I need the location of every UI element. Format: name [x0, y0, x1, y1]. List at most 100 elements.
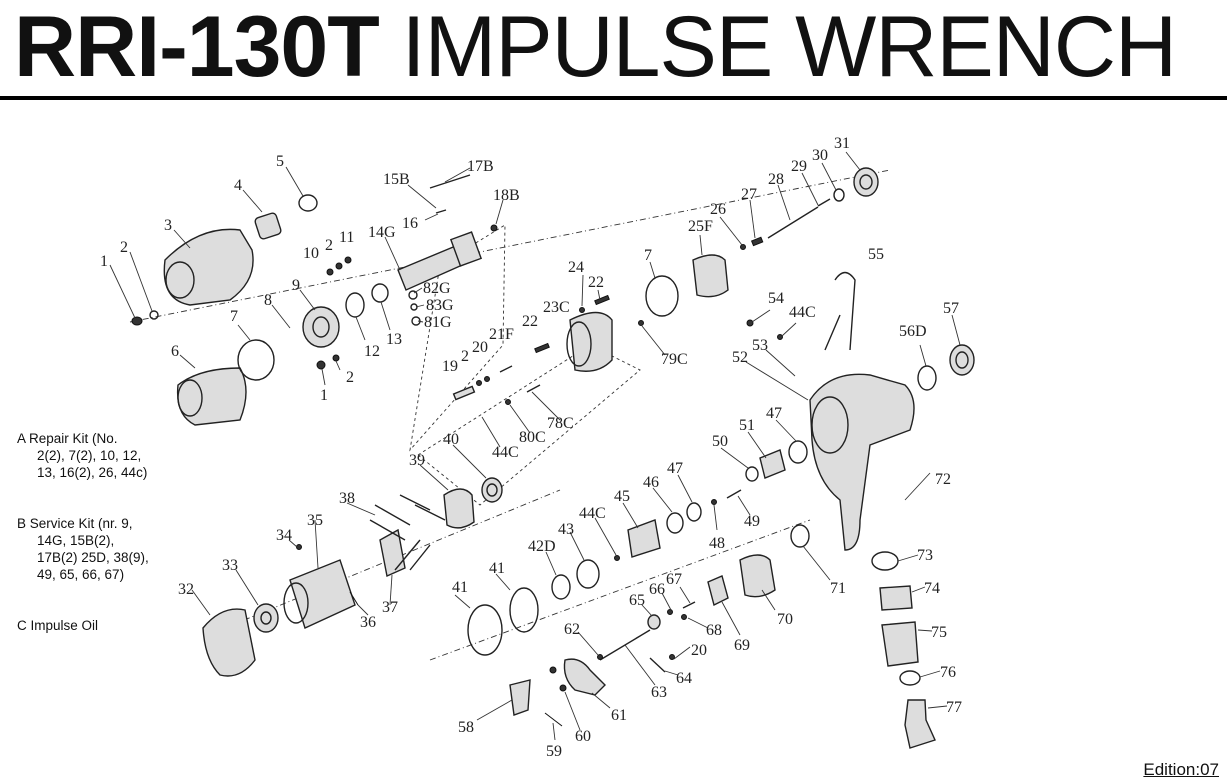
service-kit-line: 49, 65, 66, 67) — [37, 567, 125, 582]
label-47a: 47 — [766, 405, 782, 422]
service-kit-line: B Service Kit (nr. 9, — [17, 516, 133, 531]
part-45-shape — [627, 519, 661, 558]
cap-57-bore — [955, 351, 969, 369]
part-26-shape — [740, 244, 746, 250]
label-79C: 79C — [661, 351, 688, 368]
label-2d: 2 — [461, 348, 469, 365]
pin-59-shape — [544, 712, 563, 727]
part-54-shape — [746, 319, 754, 327]
ring-42D-shape — [551, 574, 571, 600]
product-name: IMPULSE WRENCH — [401, 0, 1177, 95]
oring-41a-shape — [467, 604, 503, 656]
oring-7b-shape — [645, 275, 679, 317]
label-40: 40 — [443, 431, 459, 448]
repair-kit-line: 13, 16(2), 26, 44c) — [37, 465, 148, 480]
label-1: 1 — [100, 253, 108, 270]
label-6: 6 — [171, 343, 179, 360]
page-title: RRI-130T IMPULSE WRENCH — [14, 0, 1177, 95]
plate-9-bore — [312, 316, 330, 338]
label-10: 10 — [303, 245, 319, 262]
cap-57-shape — [949, 344, 975, 376]
label-26: 26 — [710, 201, 726, 218]
spring-49-shape — [726, 489, 742, 499]
valve-group-outline — [409, 224, 506, 452]
label-47b: 47 — [667, 460, 683, 477]
housing-3-bore — [165, 261, 195, 299]
label-7: 7 — [230, 308, 238, 325]
label-20b: 20 — [691, 642, 707, 659]
cylinder-23C-bore — [566, 321, 592, 367]
label-54: 54 — [768, 290, 784, 307]
label-58: 58 — [458, 719, 474, 736]
label-38: 38 — [339, 490, 355, 507]
label-7b: 7 — [644, 247, 652, 264]
spring-16-shape — [435, 209, 447, 214]
valve-group — [397, 174, 498, 326]
pin-19-shape — [452, 385, 476, 401]
ring-12-shape — [345, 292, 365, 318]
label-76: 76 — [940, 664, 956, 681]
label-1b: 1 — [320, 387, 328, 404]
oring-73-shape — [871, 551, 899, 571]
screw-1b-shape — [316, 360, 326, 370]
ring-43-shape — [576, 559, 600, 589]
pin-36-shape — [349, 591, 359, 606]
ring-82G-shape — [408, 290, 418, 300]
pin-24-shape — [579, 307, 585, 313]
bearing-40-bore — [486, 483, 498, 497]
front-housing-group — [131, 194, 389, 426]
label-17B: 17B — [467, 158, 494, 175]
label-28: 28 — [768, 171, 784, 188]
motor-group — [452, 167, 879, 405]
label-37: 37 — [382, 599, 398, 616]
label-63: 63 — [651, 684, 667, 701]
label-9: 9 — [292, 277, 300, 294]
label-4: 4 — [234, 177, 242, 194]
model-number: RRI-130T — [14, 0, 380, 95]
oring-13-shape — [371, 283, 389, 303]
spring-78C-shape — [526, 384, 541, 393]
label-35: 35 — [307, 512, 323, 529]
bearing-33-bore — [260, 611, 272, 625]
label-57: 57 — [943, 300, 959, 317]
label-42D: 42D — [528, 538, 556, 555]
spring-17B-shape — [429, 174, 471, 189]
part-2c-shape — [332, 354, 340, 362]
label-83G: 83G — [426, 297, 454, 314]
sleeve-6-bore — [177, 379, 203, 417]
label-73: 73 — [917, 547, 933, 564]
blade-22a-shape — [534, 342, 550, 354]
label-20: 20 — [472, 339, 488, 356]
part-62-shape — [597, 654, 603, 660]
part-27-shape — [750, 236, 764, 247]
end-plate-39-shape — [443, 488, 475, 529]
label-13: 13 — [386, 331, 402, 348]
label-69: 69 — [734, 637, 750, 654]
label-3: 3 — [164, 217, 172, 234]
label-64: 64 — [676, 670, 692, 687]
label-45: 45 — [614, 488, 630, 505]
label-44Ca: 44C — [492, 444, 519, 461]
ring-30-shape — [833, 188, 845, 202]
label-81G: 81G — [424, 314, 452, 331]
label-31: 31 — [834, 135, 850, 152]
part-69-shape — [707, 575, 729, 607]
bushing-4-shape — [254, 212, 282, 240]
label-15B: 15B — [383, 171, 410, 188]
repair-kit-line: A Repair Kit (No. — [17, 431, 118, 446]
label-16: 16 — [402, 215, 418, 232]
label-23C: 23C — [543, 299, 570, 316]
screw-1-shape — [131, 316, 143, 326]
part-11-shape — [344, 256, 352, 264]
spring-21F-shape — [499, 365, 513, 373]
label-52: 52 — [732, 349, 748, 366]
valve-70-shape — [739, 554, 776, 598]
sleeve-75-shape — [881, 621, 919, 667]
hanger-55-shape — [824, 271, 856, 351]
part-48-shape — [711, 499, 717, 505]
bearing-40-shape — [481, 477, 503, 503]
cap-31-bore — [859, 174, 873, 190]
label-71: 71 — [830, 580, 846, 597]
oring-7-shape — [237, 339, 275, 381]
label-44Cc: 44C — [579, 505, 606, 522]
